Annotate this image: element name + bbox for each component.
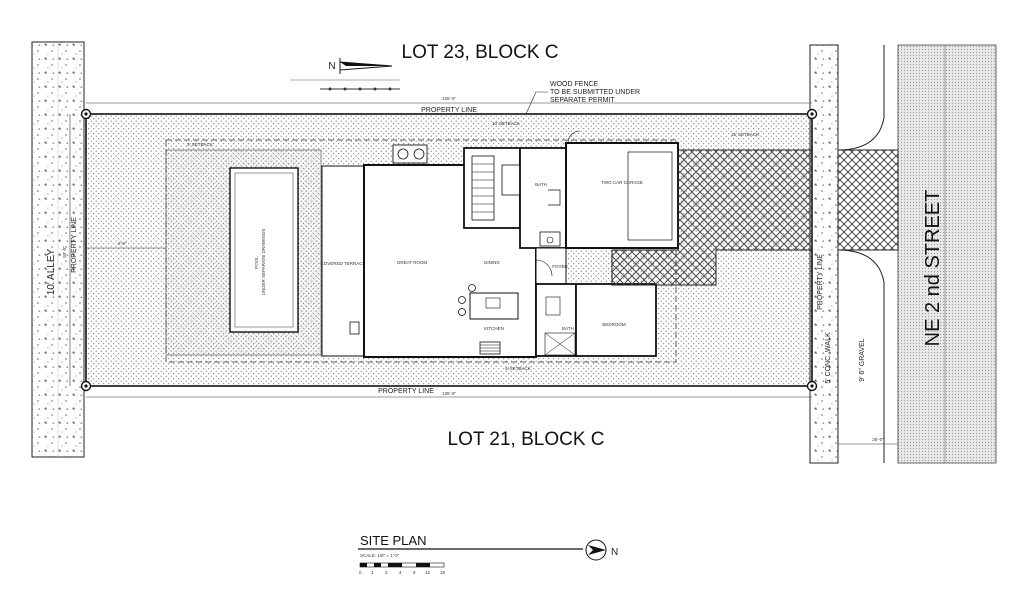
setback-rear-label: 5' SETBACK xyxy=(187,142,213,147)
driveway xyxy=(611,149,813,286)
svg-text:SEPARATE PERMIT: SEPARATE PERMIT xyxy=(550,97,615,104)
svg-text:50'-0": 50'-0" xyxy=(62,246,67,258)
svg-text:25'-0": 25'-0" xyxy=(872,437,884,442)
fence-note: WOOD FENCE TO BE SUBMITTED UNDER SEPARAT… xyxy=(525,81,640,115)
gravel-label: 9' 6" GRAVEL xyxy=(859,338,866,381)
graphic-scale-top xyxy=(290,79,400,91)
dimension-top: 135'-0" xyxy=(86,96,812,104)
title-block: SITE PLAN SCALE: 1/8" = 1'-0" 0 1 2 4 8 … xyxy=(358,533,583,575)
svg-text:WOOD FENCE: WOOD FENCE xyxy=(550,81,599,88)
pool xyxy=(229,167,299,333)
garage-label: TWO CAR GARAGE xyxy=(601,180,643,185)
conc-walk-strip xyxy=(809,44,839,464)
svg-text:135'-0": 135'-0" xyxy=(442,391,456,396)
street-label: NE 2 nd STREET xyxy=(922,190,944,347)
dimension-alley-offset: 4'-0" xyxy=(86,241,166,249)
driveway-apron xyxy=(837,45,899,463)
svg-text:0: 0 xyxy=(359,570,362,575)
dimension-left: 50'-0" xyxy=(62,114,71,386)
svg-text:8: 8 xyxy=(413,570,416,575)
north-arrow-top: N xyxy=(328,58,393,74)
conc-walk-label: 5' CONC. WALK xyxy=(825,332,832,384)
house-footprint xyxy=(363,130,679,358)
svg-text:135'-0": 135'-0" xyxy=(442,96,456,101)
svg-text:N: N xyxy=(328,61,335,72)
bath-1-label: BATH xyxy=(535,182,547,187)
bedroom-label: BEDROOM xyxy=(602,322,626,327)
dining-label: DINING xyxy=(484,260,500,265)
property-line-bottom-label: PROPERTY LINE xyxy=(378,388,434,395)
lot-top-label: LOT 23, BLOCK C xyxy=(402,42,559,63)
bath-2-label: BATH xyxy=(562,326,574,331)
alley-label: 10' ALLEY xyxy=(46,248,57,295)
setback-bottom-label: 5' SETBACK xyxy=(505,366,531,371)
setback-top-label: 10' SETBACK xyxy=(492,121,520,126)
property-line-top-label: PROPERTY LINE xyxy=(421,107,477,114)
foyer-label: FOYER xyxy=(552,264,568,269)
alley xyxy=(31,41,85,458)
pool-label: POOL UNDER SEPARATE DRAWINGS xyxy=(254,229,266,295)
north-arrow-bottom: N xyxy=(585,539,618,561)
property-line-right-label: PROPERTY LINE xyxy=(817,254,824,310)
setback-front-label: 15' SETBACK xyxy=(731,132,759,137)
lot-bottom-label: LOT 21, BLOCK C xyxy=(448,429,605,450)
svg-text:4: 4 xyxy=(399,570,402,575)
svg-text:16: 16 xyxy=(440,570,446,575)
property-line-left-label: PROPERTY LINE xyxy=(71,217,78,273)
kitchen-label: KITCHEN xyxy=(484,326,504,331)
great-room-label: GREAT ROOM xyxy=(397,260,428,265)
svg-text:TO BE SUBMITTED UNDER: TO BE SUBMITTED UNDER xyxy=(550,89,640,96)
svg-text:12: 12 xyxy=(425,570,431,575)
svg-text:N: N xyxy=(611,547,618,558)
site-plan-title: SITE PLAN xyxy=(360,533,426,548)
svg-text:4'-0": 4'-0" xyxy=(118,241,127,246)
dimension-street: 25'-0" xyxy=(838,437,898,445)
svg-text:2: 2 xyxy=(385,570,388,575)
dimension-bottom: 135'-0" xyxy=(86,391,812,398)
street-area xyxy=(897,44,997,464)
covered-terrace-label: COVERED TERRACE xyxy=(321,261,366,266)
svg-text:1: 1 xyxy=(371,570,374,575)
scale-text: SCALE: 1/8" = 1'-0" xyxy=(360,553,400,558)
